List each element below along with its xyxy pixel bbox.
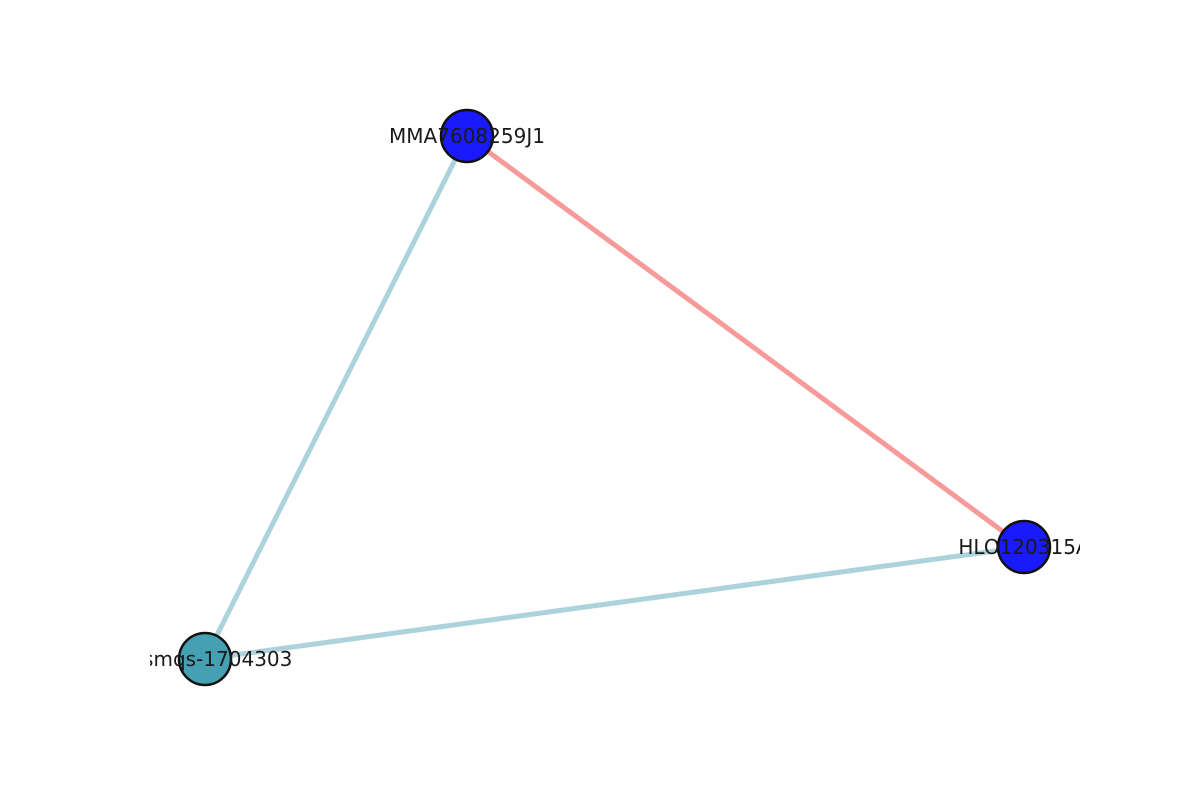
- node-n1[interactable]: [439, 108, 495, 164]
- edge-n1-n3: [202, 134, 470, 661]
- node-n3[interactable]: [177, 631, 233, 687]
- edge-n3-n2: [204, 544, 1025, 662]
- edge-n1-n2: [465, 133, 1026, 550]
- node-label-n1: MMA7608259J1: [389, 124, 545, 148]
- node-label-n2: HLO120315A: [958, 535, 1090, 559]
- nodes-layer: [177, 108, 1052, 687]
- node-label-n3: 07smqs-1704303: [118, 647, 293, 671]
- node-n2[interactable]: [996, 519, 1052, 575]
- edges-layer: [202, 133, 1026, 662]
